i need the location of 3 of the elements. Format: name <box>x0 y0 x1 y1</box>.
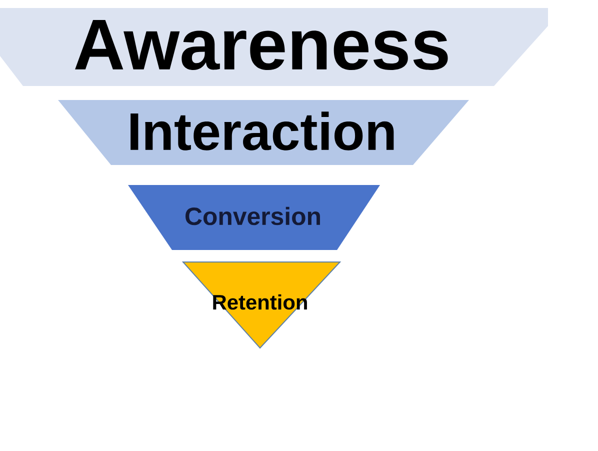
funnel-band: Interaction <box>58 100 469 165</box>
funnel-band: Awareness <box>0 8 548 86</box>
funnel-band: Conversion <box>128 185 380 250</box>
